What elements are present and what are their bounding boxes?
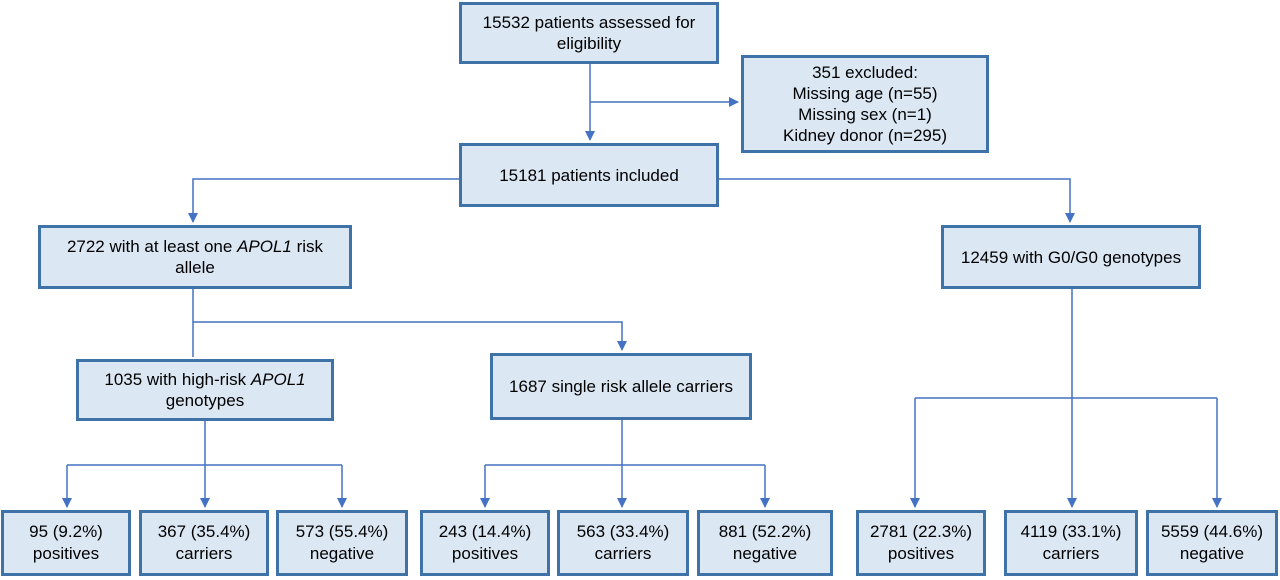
leaf-label: positives	[32, 544, 100, 563]
leaf-label: negative	[732, 544, 798, 563]
connector-to-single	[193, 321, 627, 351]
assessed-box: 15532 patients assessed for eligibility	[459, 2, 719, 64]
leaf-label: carriers	[1042, 544, 1100, 563]
atleast-one-suffix: risk	[291, 237, 324, 256]
high-risk-line-1: 1035 with high-risk APOL1	[104, 369, 305, 390]
excluded-line-2: Missing age (n=55)	[792, 84, 938, 103]
atleast-one-line-2: allele	[175, 258, 215, 277]
leaf-label: carriers	[594, 544, 652, 563]
included-label: 15181 patients included	[499, 165, 679, 185]
excluded-line-1: 351 excluded:	[812, 63, 918, 82]
assessed-line-2: eligibility	[556, 34, 622, 53]
excluded-line-4: Kidney donor (n=295)	[783, 126, 947, 145]
high-risk-box: 1035 with high-risk APOL1 genotypes	[76, 359, 334, 421]
high-risk-gene: APOL1	[250, 370, 306, 389]
g0g0-label: 12459 with G0/G0 genotypes	[960, 247, 1182, 267]
high-risk-text: 1035 with high-risk	[104, 370, 251, 389]
excluded-box: 351 excluded: Missing age (n=55) Missing…	[741, 55, 989, 153]
leaf-label: negative	[1179, 544, 1245, 563]
leaf-count: 367 (35.4%)	[157, 522, 251, 541]
single-risk-label: 1687 single risk allele carriers	[509, 377, 733, 396]
leaf-label: negative	[309, 544, 375, 563]
leaf-count: 881 (52.2%)	[718, 522, 812, 541]
high-risk-line-2: genotypes	[165, 391, 245, 410]
leaf-count: 563 (33.4%)	[576, 522, 670, 541]
leaf-box: 5559 (44.6%) negative	[1146, 510, 1278, 576]
atleast-one-text: 2722 with at least one	[66, 237, 238, 256]
leaf-count: 4119 (33.1%)	[1020, 522, 1122, 541]
connector-to-g0g0	[718, 178, 1075, 223]
leaf-box: 563 (33.4%) carriers	[557, 510, 689, 576]
g0g0-box: 12459 with G0/G0 genotypes	[941, 225, 1201, 289]
leaf-box: 881 (52.2%) negative	[697, 510, 833, 576]
leaf-count: 5559 (44.6%)	[1160, 522, 1264, 541]
leaf-label: carriers	[175, 544, 233, 563]
leaf-count: 2781 (22.3%)	[869, 522, 973, 541]
included-box: 15181 patients included	[459, 143, 719, 207]
atleast-one-line-1: 2722 with at least one APOL1 risk	[67, 236, 323, 257]
connector-to-atleast-one	[188, 178, 460, 223]
leaf-box: 573 (55.4%) negative	[276, 510, 408, 576]
leaf-box: 95 (9.2%) positives	[1, 510, 131, 576]
leaf-count: 95 (9.2%)	[29, 522, 103, 541]
leaf-box: 367 (35.4%) carriers	[139, 510, 269, 576]
leaf-count: 573 (55.4%)	[295, 522, 389, 541]
single-risk-box: 1687 single risk allele carriers	[490, 353, 752, 420]
atleast-one-gene: APOL1	[237, 237, 292, 256]
excluded-line-3: Missing sex (n=1)	[798, 105, 932, 124]
leaf-count: 243 (14.4%)	[438, 522, 532, 541]
assessed-line-1: 15532 patients assessed for	[482, 13, 696, 32]
leaf-label: positives	[451, 544, 519, 563]
leaf-box: 243 (14.4%) positives	[420, 510, 550, 576]
leaf-box: 4119 (33.1%) carriers	[1004, 510, 1138, 576]
atleast-one-box: 2722 with at least one APOL1 risk allele	[38, 225, 352, 289]
leaf-label: positives	[887, 544, 955, 563]
leaf-box: 2781 (22.3%) positives	[856, 510, 986, 576]
